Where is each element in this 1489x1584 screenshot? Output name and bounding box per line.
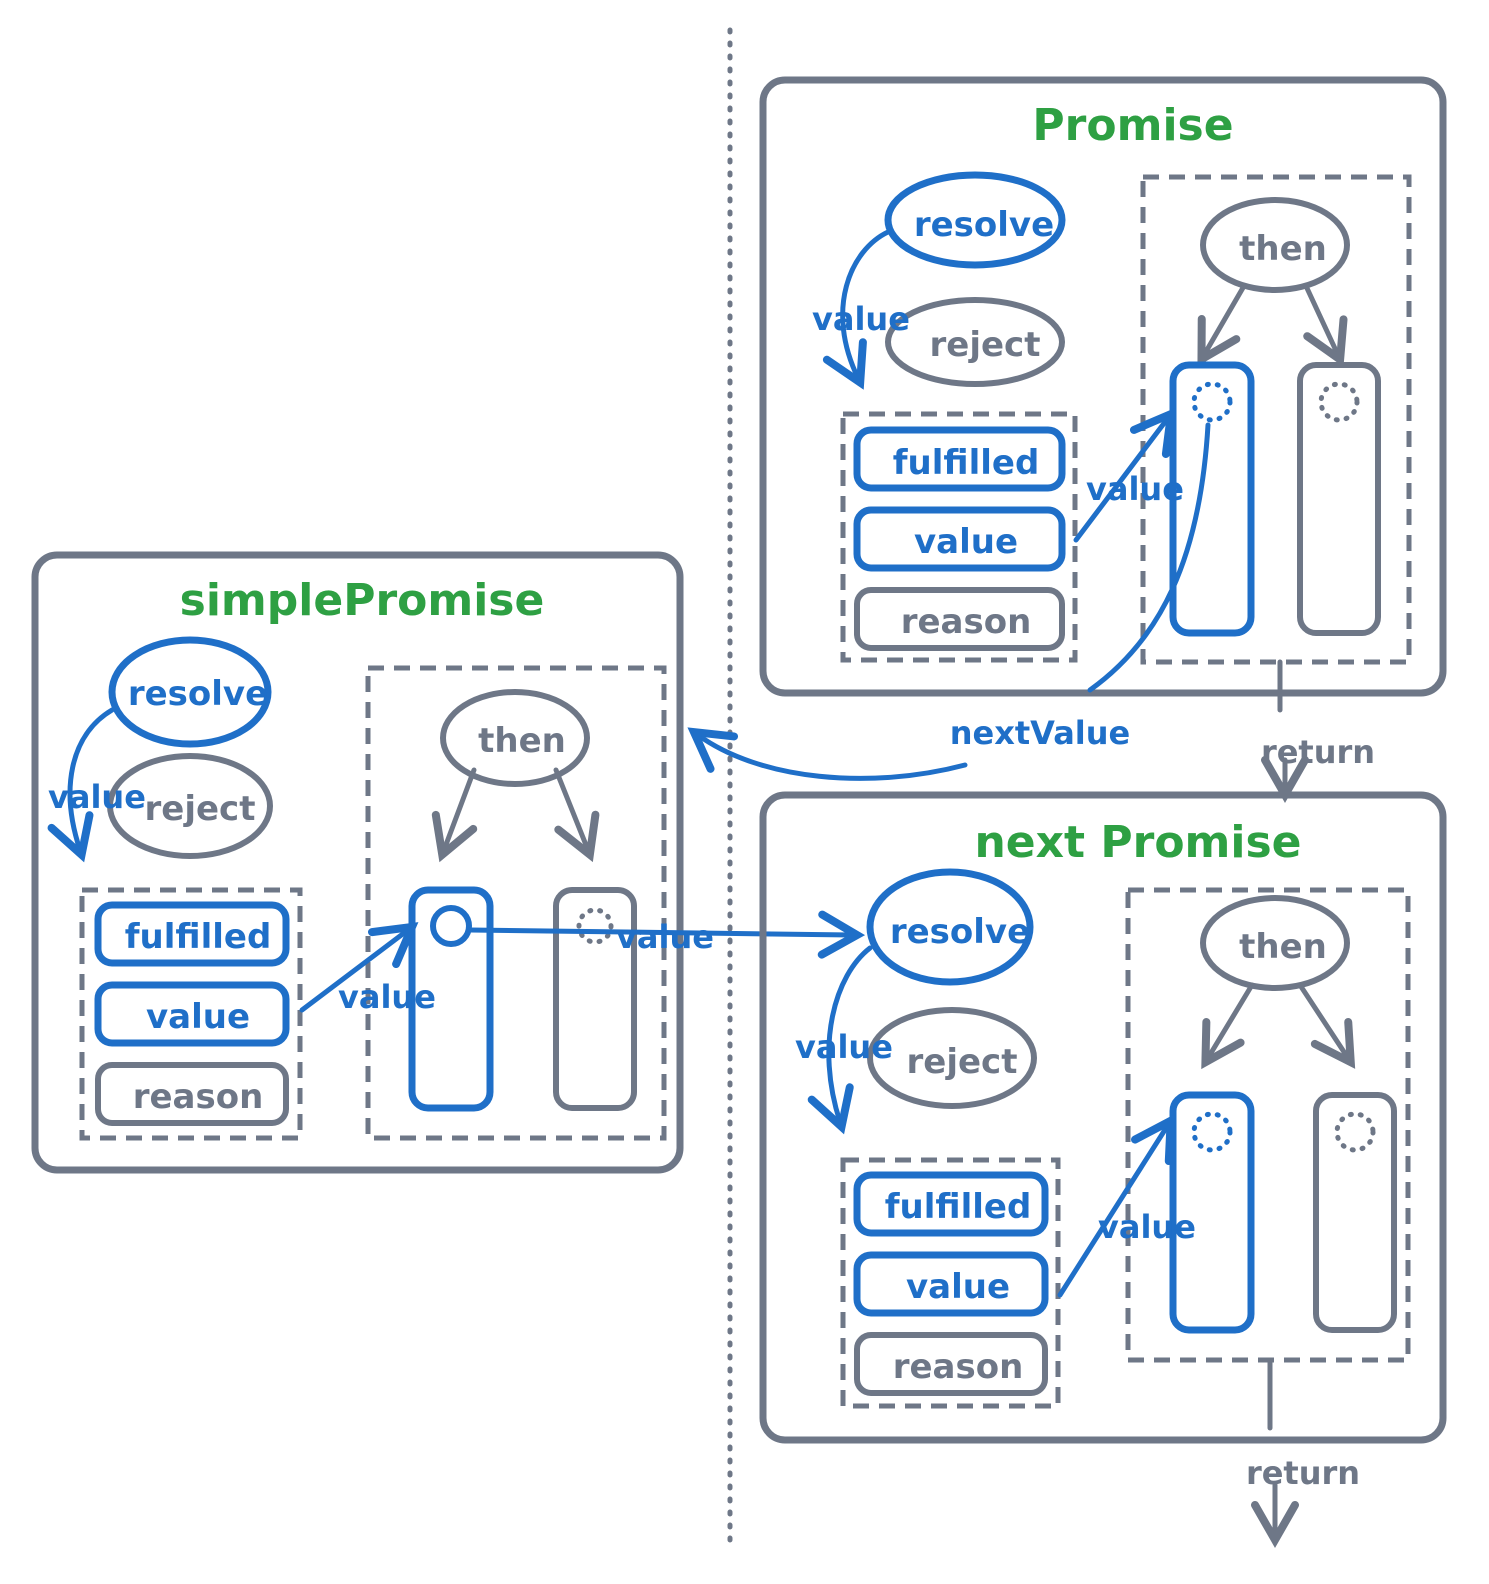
simple-onfulfilled-active-dot: [430, 905, 472, 947]
next-then-group: [1125, 887, 1411, 1363]
promise-onrejected-pending-dots: [1318, 381, 1360, 423]
promise-onfulfilled-pending-dots: [1191, 381, 1233, 423]
simple-then-arrow-right: [553, 767, 600, 863]
promise-box: Promise resolve reject value fulfilled v…: [759, 76, 1447, 697]
promise-reject-label: reject: [930, 325, 1041, 365]
promise-then-ellipse: [1200, 197, 1350, 293]
simple-then-group: [365, 665, 667, 1141]
next-onfulfilled-callback: [1169, 1091, 1255, 1334]
next-state-group: [840, 1157, 1061, 1409]
next-then-arrow-left: [1201, 982, 1255, 1070]
simple-state-fulfilled-label: fulfilled: [125, 917, 272, 957]
next-resolve-ellipse: [866, 868, 1034, 986]
promise-then-arrow-right: [1303, 283, 1348, 367]
simple-resolve-value-arrow: [47, 707, 115, 863]
promise-reject-ellipse: [885, 297, 1065, 387]
promise-resolve-ellipse: [884, 171, 1066, 269]
simple-reject-label: reject: [145, 789, 256, 829]
simple-state-reason: [95, 1062, 289, 1126]
next-state-value-label: value: [906, 1267, 1010, 1307]
promise-state-fulfilled-label: fulfilled: [893, 443, 1040, 483]
simple-resolve-value-label: value: [48, 778, 146, 816]
promise-state-value-label: value: [914, 522, 1018, 562]
promise-resolve-label: resolve: [914, 205, 1054, 245]
value-to-next-resolve-arrow: [467, 910, 866, 959]
promise-onfulfilled-callback: [1169, 361, 1255, 637]
simple-value-to-then-arrow: [299, 922, 419, 1013]
simple-reject-ellipse: [107, 753, 273, 859]
next-then-ellipse: [1200, 895, 1350, 991]
next-resolve-value-arrow: [807, 945, 873, 1135]
promise-value-to-then-label: value: [1086, 470, 1184, 508]
return-label-1: return: [1261, 733, 1375, 771]
promise-resolve-value-label: value: [812, 300, 910, 338]
simple-resolve-ellipse: [108, 636, 272, 748]
next-promise-title: next Promise: [974, 817, 1301, 868]
simple-promise-frame: [31, 551, 684, 1174]
simple-state-value-label: value: [146, 997, 250, 1037]
simple-onrejected-callback: [553, 887, 637, 1111]
next-state-fulfilled: [853, 1171, 1049, 1237]
promise-onrejected-callback: [1297, 362, 1381, 636]
next-resolve-label: resolve: [890, 912, 1030, 952]
promise-frame: [759, 76, 1447, 697]
simple-state-value: [94, 981, 290, 1047]
next-state-fulfilled-label: fulfilled: [885, 1187, 1032, 1227]
next-onfulfilled-pending-dots: [1191, 1111, 1233, 1153]
promise-state-reason: [854, 587, 1065, 651]
next-state-value: [853, 1251, 1049, 1317]
simple-state-fulfilled: [94, 901, 290, 967]
next-value-curve: [1087, 422, 1211, 693]
next-value-label: nextValue: [950, 714, 1130, 752]
next-value-arrow: [687, 727, 968, 781]
simple-state-reason-label: reason: [133, 1077, 264, 1117]
promise-state-fulfilled: [853, 426, 1066, 492]
simple-promise-box: simplePromise resolve reject value fulfi…: [31, 551, 684, 1174]
next-onrejected-callback: [1313, 1092, 1397, 1333]
next-state-reason-label: reason: [893, 1347, 1024, 1387]
next-value-to-then-label: value: [1098, 1208, 1196, 1246]
promise-value-to-then-arrow: [1073, 407, 1176, 543]
simple-onfulfilled-callback: [408, 886, 494, 1112]
simple-then-ellipse: [440, 689, 590, 787]
promise-state-reason-label: reason: [901, 602, 1032, 642]
simple-then-arrow-left: [431, 767, 478, 863]
next-then-arrow-right: [1297, 982, 1356, 1069]
promise-then-label: then: [1239, 229, 1327, 269]
simple-resolve-label: resolve: [128, 674, 268, 714]
next-reject-label: reject: [907, 1042, 1018, 1082]
simple-onrejected-pending-dots: [576, 907, 614, 945]
simple-state-group: [79, 887, 303, 1141]
simple-value-to-then-label: value: [338, 978, 436, 1016]
next-promise-frame: [759, 791, 1447, 1444]
next-then-label: then: [1239, 927, 1327, 967]
next-reject-ellipse: [867, 1007, 1037, 1109]
value-to-next-resolve-label: value: [616, 918, 714, 956]
next-value-to-then-arrow: [1057, 1113, 1176, 1298]
next-onrejected-pending-dots: [1334, 1111, 1376, 1153]
next-promise-box: next Promise resolve reject value fulfil…: [759, 791, 1447, 1444]
return-label-2: return: [1246, 1454, 1360, 1492]
promise-title: Promise: [1032, 100, 1233, 151]
simple-promise-title: simplePromise: [180, 575, 545, 626]
promise-then-arrow-left: [1197, 283, 1247, 367]
promise-resolve-value-arrow: [822, 229, 891, 390]
next-resolve-value-label: value: [795, 1028, 893, 1066]
promise-state-value: [853, 506, 1066, 572]
next-state-reason: [854, 1332, 1048, 1396]
promise-state-group: [840, 411, 1078, 663]
simple-then-label: then: [478, 721, 566, 761]
